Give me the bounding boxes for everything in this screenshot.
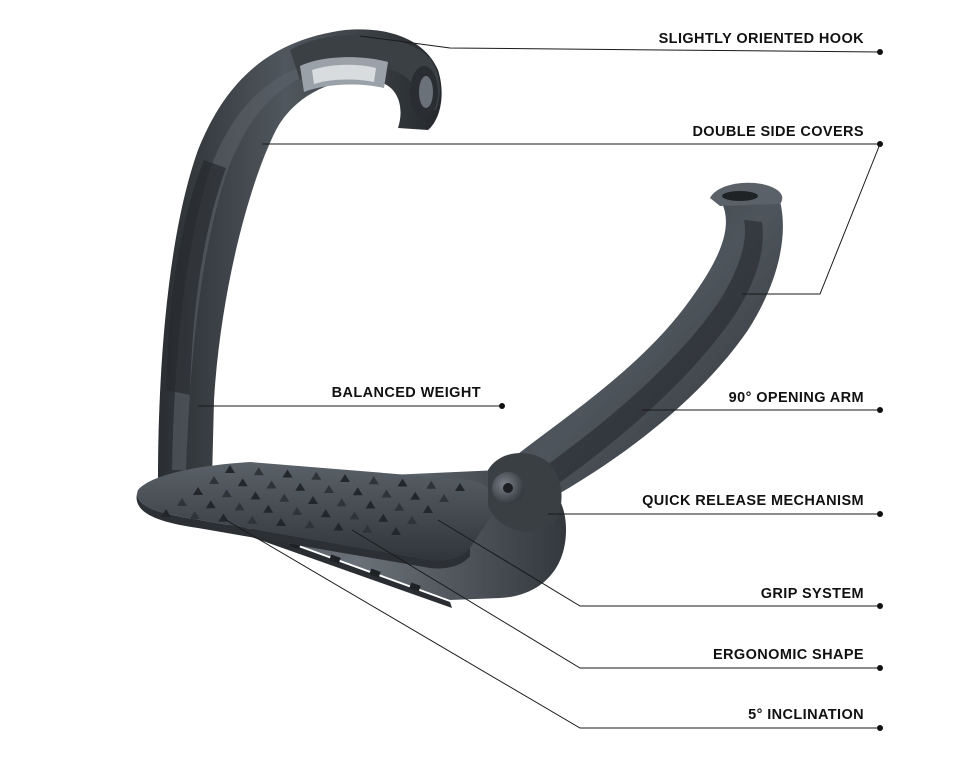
grip-stud	[368, 476, 379, 485]
hook-end-cap-inner	[419, 76, 433, 108]
label-slightly-oriented-hook: SLIGHTLY ORIENTED HOOK	[659, 31, 865, 47]
grip-stud	[410, 491, 421, 500]
leader-release-dot	[877, 511, 883, 517]
grip-stud	[439, 494, 449, 502]
grip-stud	[209, 476, 219, 484]
grip-stud	[253, 467, 264, 476]
grip-stud	[266, 480, 277, 489]
grip-stud	[218, 513, 229, 522]
leader-lines	[198, 35, 883, 731]
grip-stud	[304, 520, 315, 529]
leader-weight-dot	[499, 403, 505, 409]
left-side-cover	[166, 160, 226, 395]
grip-stud	[340, 474, 350, 482]
grip-stud	[362, 524, 373, 533]
label-opening-arm: 90° OPENING ARM	[729, 390, 864, 406]
grip-stud	[237, 478, 248, 487]
grip-stud	[292, 507, 302, 515]
grip-stud	[225, 465, 235, 473]
release-pin	[503, 483, 513, 493]
grip-stud	[378, 513, 389, 522]
grip-stud	[247, 515, 258, 524]
grip-stud	[295, 482, 306, 491]
leader-grip	[437, 519, 880, 607]
label-inclination: 5° INCLINATION	[748, 707, 864, 723]
grip-stud	[352, 487, 363, 496]
label-quick-release-mechanism: QUICK RELEASE MECHANISM	[642, 493, 864, 509]
leader-inclination-dot	[877, 725, 883, 731]
grip-studs	[161, 465, 465, 535]
grip-stud	[391, 527, 401, 535]
leader-hook	[359, 35, 881, 53]
grip-stud	[336, 498, 347, 507]
label-balanced-weight: BALANCED WEIGHT	[332, 385, 481, 401]
grip-stud	[308, 496, 318, 504]
leader-hook-dot	[877, 49, 883, 55]
right-opening-arm	[500, 194, 783, 500]
tread	[137, 462, 496, 561]
callout-labels: SLIGHTLY ORIENTED HOOK DOUBLE SIDE COVER…	[332, 31, 865, 723]
grip-stud	[189, 511, 200, 520]
grip-stud	[250, 491, 261, 500]
tread-edge	[136, 490, 470, 569]
grip-stud	[279, 493, 290, 502]
grip-stud	[407, 516, 417, 524]
leader-grip-dot	[877, 603, 883, 609]
grip-stud	[221, 489, 232, 498]
grip-stud	[161, 509, 171, 517]
grip-stud	[177, 498, 187, 506]
grip-stud	[426, 480, 437, 489]
grip-stud	[381, 489, 392, 498]
grip-stud	[394, 502, 405, 511]
leader-covers-arm	[742, 143, 881, 295]
grip-stud	[320, 509, 331, 518]
leader-arm-dot	[877, 407, 883, 413]
label-grip-system: GRIP SYSTEM	[761, 586, 864, 602]
grip-stud	[311, 471, 322, 480]
grip-stud	[263, 504, 274, 513]
stirrup-illustration	[136, 29, 783, 608]
leader-ergonomic-dot	[877, 665, 883, 671]
hook-top	[290, 34, 440, 112]
hook-slot-inner	[312, 64, 376, 84]
right-arm-cover	[540, 220, 763, 488]
grip-stud	[324, 485, 334, 493]
right-arm-top-slot	[722, 191, 758, 201]
grip-stud	[423, 505, 433, 513]
label-double-side-covers: DOUBLE SIDE COVERS	[692, 124, 864, 140]
leader-ergonomic	[351, 529, 880, 669]
grip-stud	[365, 500, 376, 509]
left-branch-highlight	[172, 58, 334, 470]
grip-stud	[193, 487, 203, 495]
grip-stud	[282, 469, 293, 478]
grip-stud	[276, 518, 286, 526]
base-bottom	[226, 522, 452, 608]
label-ergonomic-shape: ERGONOMIC SHAPE	[713, 647, 864, 663]
grip-stud	[234, 502, 245, 511]
grip-stud	[397, 478, 408, 487]
leader-inclination	[225, 519, 880, 729]
grip-stud	[349, 511, 360, 520]
grip-stud	[205, 500, 216, 509]
grip-stud	[455, 483, 465, 491]
grip-stud	[333, 522, 344, 531]
